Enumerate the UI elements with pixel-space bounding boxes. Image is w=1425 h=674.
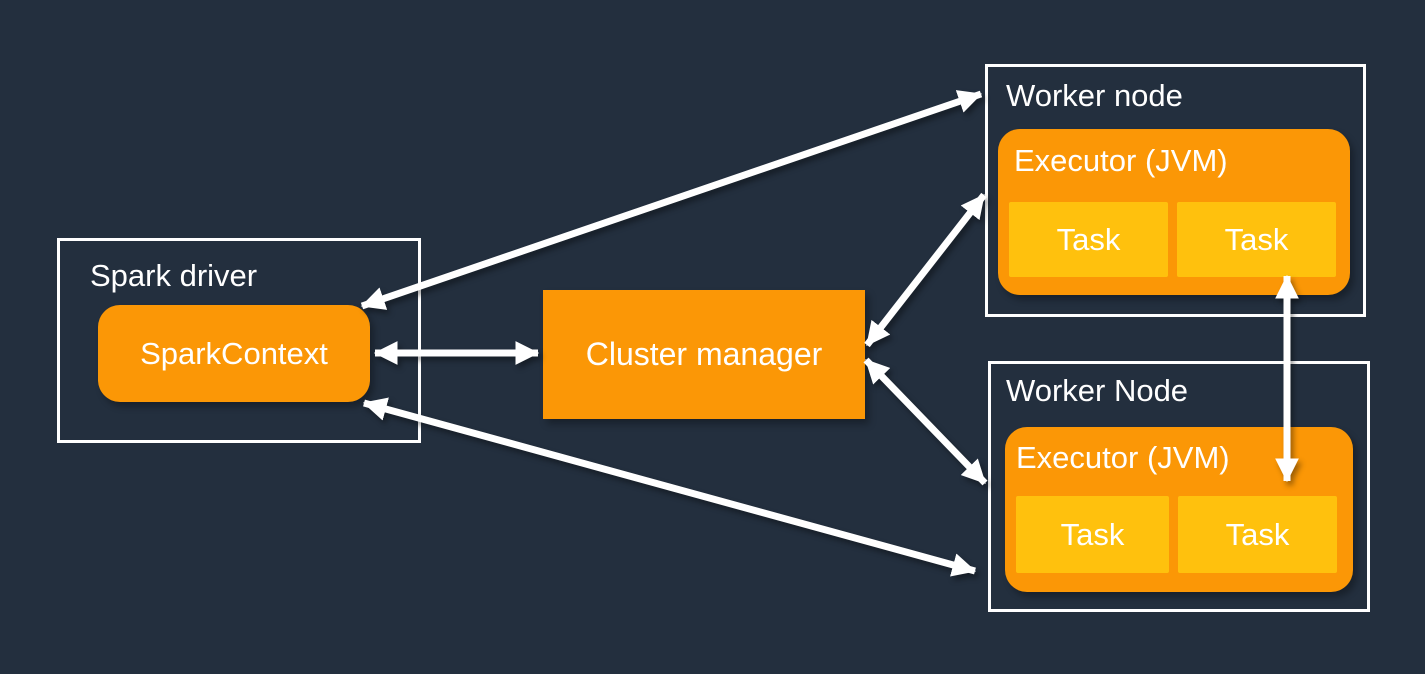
arrow-context-worker1 xyxy=(360,90,983,310)
worker-node-1-box xyxy=(985,64,1366,317)
worker-node-1-task-1: Task xyxy=(1009,202,1168,277)
worker-node-1-label: Worker node xyxy=(1006,78,1183,113)
worker-node-2-executor-label: Executor (JVM) xyxy=(1016,440,1230,475)
cluster-manager-box: Cluster manager xyxy=(543,290,865,419)
spark-context-box: SparkContext xyxy=(98,305,370,402)
worker-node-1-task-2: Task xyxy=(1177,202,1336,277)
arrow-clustermanager-worker2 xyxy=(863,357,988,486)
worker-node-2-task-1: Task xyxy=(1016,496,1169,573)
worker-node-2-box xyxy=(988,361,1370,612)
worker-node-2-task-2: Task xyxy=(1178,496,1337,573)
spark-driver-label: Spark driver xyxy=(90,258,258,293)
arrow-clustermanager-worker1 xyxy=(864,192,987,348)
worker-node-1-executor-label: Executor (JVM) xyxy=(1014,143,1228,178)
worker-node-2-label: Worker Node xyxy=(1006,373,1189,408)
spark-driver-box xyxy=(57,238,421,443)
arrow-context-worker2 xyxy=(362,397,977,577)
